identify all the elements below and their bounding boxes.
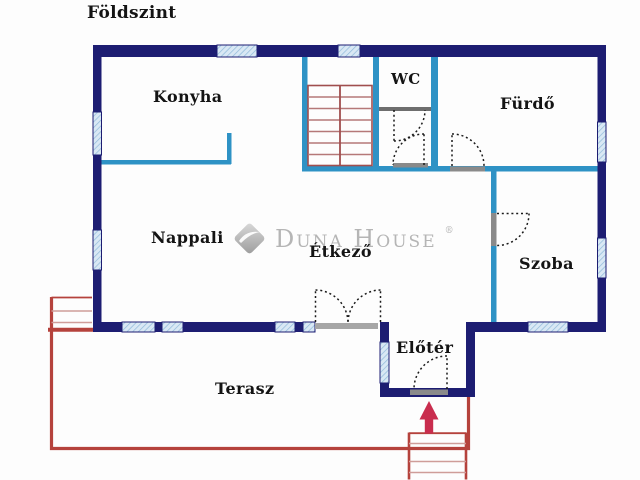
room-door-opening bbox=[491, 213, 497, 246]
room-label-szoba: Szoba bbox=[519, 254, 574, 273]
window-foyer-bay bbox=[379, 341, 390, 384]
room-label-konyha: Konyha bbox=[153, 87, 223, 106]
wc-bottom-wall bbox=[379, 107, 431, 111]
room-label-nappali: Nappali bbox=[151, 228, 224, 247]
entrance-door-swing bbox=[413, 355, 448, 390]
window-top-kitchen bbox=[216, 44, 258, 58]
window-left-kitchen bbox=[92, 111, 102, 156]
window-left-living bbox=[92, 229, 102, 271]
wall-left bbox=[93, 45, 102, 332]
bathroom-door-sill bbox=[450, 166, 485, 172]
vestibule-door-swing bbox=[392, 133, 425, 166]
room-label-terasz: Terasz bbox=[215, 379, 275, 398]
room-divider-wall bbox=[491, 171, 497, 322]
wc-left-wall bbox=[373, 57, 379, 171]
kitchen-counter-return bbox=[227, 133, 232, 164]
wall-right bbox=[597, 45, 606, 332]
window-bottom-1 bbox=[121, 321, 156, 333]
room-label-furdo: Fürdő bbox=[500, 94, 555, 113]
indoor-stairs bbox=[307, 84, 373, 167]
window-right-bathroom bbox=[597, 121, 607, 163]
room-label-eloter: Előtér bbox=[396, 338, 454, 357]
arrow-head bbox=[419, 401, 439, 420]
wall-bottom-left bbox=[93, 322, 315, 332]
french-door-right-swing bbox=[347, 289, 382, 324]
bathroom-door-swing bbox=[451, 133, 485, 167]
terrace-outline bbox=[48, 296, 471, 451]
room-label-etkezo: Étkező bbox=[309, 242, 373, 261]
kitchen-counter bbox=[101, 160, 231, 165]
wc-door-swing bbox=[393, 109, 426, 142]
room-door-swing bbox=[496, 212, 530, 247]
terrace-border bbox=[49, 297, 471, 451]
door-swings bbox=[314, 109, 530, 390]
windows bbox=[92, 44, 607, 384]
window-bottom-2 bbox=[161, 321, 184, 333]
entrance-arrow-icon bbox=[419, 401, 439, 434]
entrance-steps bbox=[407, 432, 468, 480]
bathroom-left-wall bbox=[431, 57, 438, 171]
french-door-sill bbox=[315, 323, 378, 329]
vestibule-door-sill bbox=[393, 163, 428, 168]
window-top-stairs bbox=[337, 44, 361, 58]
window-bottom-4 bbox=[302, 321, 316, 333]
french-door-left-swing bbox=[314, 289, 349, 324]
foyer-bay-right-wall bbox=[466, 322, 475, 397]
arrow-stem bbox=[424, 419, 434, 434]
entrance-door-sill bbox=[410, 389, 448, 395]
door-openings bbox=[315, 163, 497, 395]
window-bottom-3 bbox=[274, 321, 296, 333]
room-label-wc: WC bbox=[391, 70, 421, 88]
window-right-room bbox=[597, 237, 607, 279]
stair-left-wall bbox=[302, 57, 308, 171]
page-title: Földszint bbox=[87, 3, 177, 23]
window-bottom-room bbox=[527, 321, 569, 333]
